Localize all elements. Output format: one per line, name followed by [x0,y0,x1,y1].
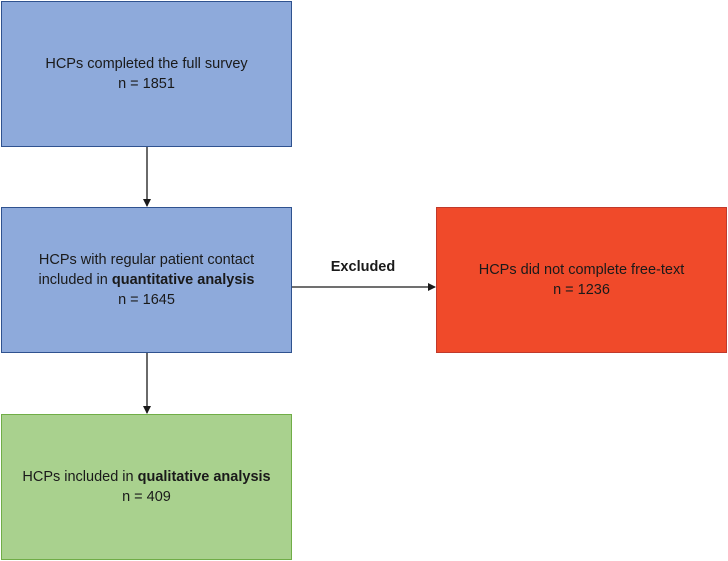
quant-label-line2: included in quantitative analysis [39,270,255,290]
box-survey-completed: HCPs completed the full survey n = 1851 [1,1,292,147]
survey-count: n = 1851 [118,76,175,92]
box-quantitative-analysis: HCPs with regular patient contact includ… [1,207,292,353]
quant-label-line1: HCPs with regular patient contact [38,252,255,268]
survey-label: HCPs completed the full survey [45,56,248,72]
excluded-count: n = 1236 [553,282,610,298]
qual-label-line: HCPs included in qualitative analysis [22,467,270,487]
quant-label-bold: quantitative analysis [111,272,255,288]
box-qualitative-analysis: HCPs included in qualitative analysis n … [1,414,292,560]
qual-label-prefix: HCPs included in [22,469,138,485]
box-excluded: HCPs did not complete free-text n = 1236 [436,207,727,353]
qual-label-bold: qualitative analysis [137,469,271,485]
excluded-box-label: HCPs did not complete free-text [478,262,685,278]
excluded-label: Excluded [330,259,396,275]
quant-count: n = 1645 [118,292,175,308]
qual-count: n = 409 [122,489,171,505]
quant-label-prefix: included in [38,272,112,288]
